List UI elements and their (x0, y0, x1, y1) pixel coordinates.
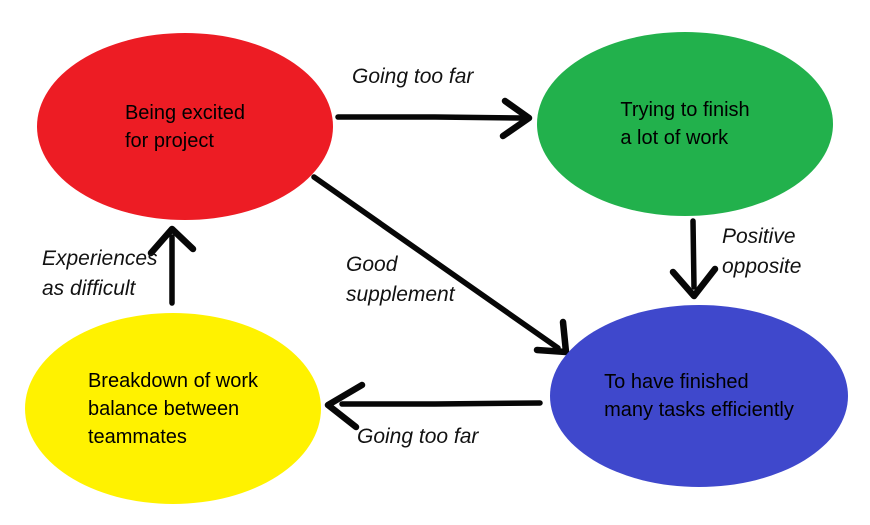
node-label-breakdown: Breakdown of work balance between teamma… (87, 369, 259, 448)
arrow-excited-to-trying (335, 97, 533, 140)
arrow-finished-to-breakdown (324, 381, 543, 431)
edge-label-experiences-as-difficult: Experiences as difficult (42, 247, 158, 300)
edge-label-going-too-far-top: Going too far (352, 65, 474, 88)
node-trying-to-finish: Trying to finish a lot of work (537, 32, 833, 216)
edge-label-good-supplement: Good supplement (346, 253, 455, 306)
edge-label-positive-opposite: Positive opposite (722, 225, 802, 278)
node-being-excited-for-project: Being excited for project (37, 33, 333, 220)
node-breakdown-of-work-balance: Breakdown of work balance between teamma… (25, 313, 321, 504)
arrow-trying-to-finished (669, 218, 719, 300)
arrow-excited-to-finished (311, 174, 570, 356)
node-finished-many-tasks: To have finished many tasks efficiently (550, 305, 848, 487)
node-label-finished-many-tasks: To have finished many tasks efficiently (604, 371, 794, 421)
node-label-trying-to-finish: Trying to finish a lot of work (620, 99, 750, 149)
arrow-breakdown-to-excited (147, 225, 197, 306)
node-label-being-excited: Being excited for project (124, 101, 246, 152)
edge-label-going-too-far-bottom: Going too far (357, 425, 479, 448)
